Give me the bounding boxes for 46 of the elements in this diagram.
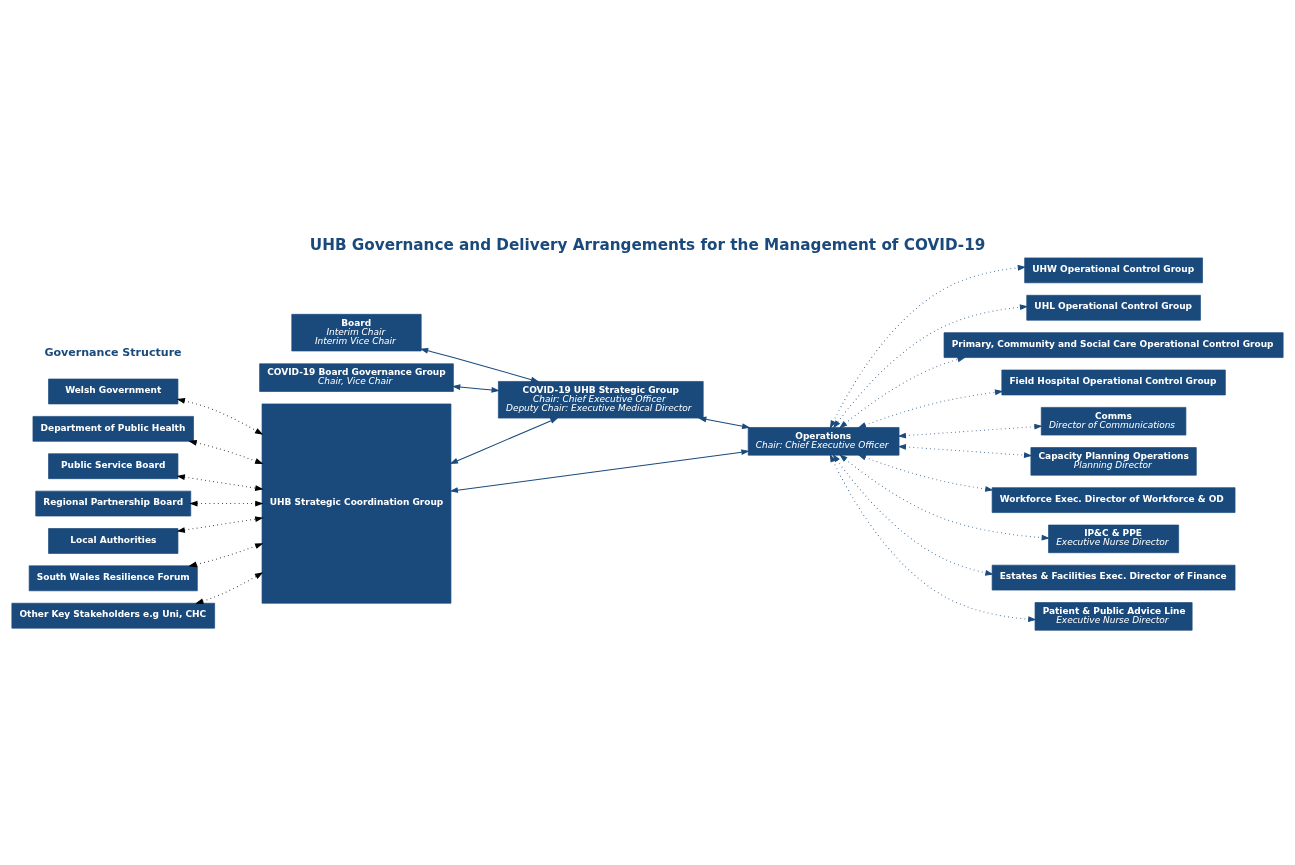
arrow (176, 515, 264, 533)
arrow (188, 542, 264, 567)
arrow (839, 453, 1050, 540)
node-box: Regional Partnership Board (35, 490, 192, 516)
arrow (857, 454, 994, 492)
arrow (857, 388, 1004, 428)
node-box: Welsh Government (48, 378, 179, 404)
node-box: UHW Operational Control Group (1024, 257, 1203, 283)
node-box: IP&C & PPE Executive Nurse Director (1048, 524, 1179, 553)
node-box: Capacity Planning Operations Planning Director (1030, 446, 1197, 476)
arrow (451, 383, 500, 393)
node-box: South Wales Resilience Forum (28, 565, 198, 591)
node-box: UHB Strategic Coordination Group (261, 403, 452, 604)
arrow (176, 473, 264, 491)
arrow (419, 347, 540, 382)
arrow (449, 448, 750, 493)
node-box: Local Authorities (48, 527, 179, 554)
arrow (833, 303, 1029, 429)
arrow (449, 417, 559, 464)
arrow (839, 356, 966, 428)
arrow (698, 416, 751, 429)
node-box: Workforce Exec. Director of Workforce & OD (991, 486, 1236, 513)
node-box: UHL Operational Control Group (1026, 294, 1201, 321)
node-box: Operations Chair: Chief Executive Officer (747, 426, 900, 455)
arrow (832, 453, 994, 576)
node-box: Public Service Board (48, 452, 179, 479)
arrow (189, 500, 264, 506)
diagram-title: UHB Governance and Delivery Arrangements for the Management of COVID-19 (309, 235, 986, 254)
label: Governance Structure (44, 345, 182, 359)
node-box: Board Interim Chair Interim Vice Chair (291, 313, 422, 351)
arrow (829, 264, 1027, 429)
node-box: Comms Director of Communications (1040, 406, 1187, 435)
node-box: Department of Public Health (32, 415, 194, 442)
node-box: Primary, Community and Social Care Operational Control Group (943, 331, 1284, 358)
arrow (897, 423, 1043, 439)
arrow (195, 571, 264, 604)
node-box: Field Hospital Operational Control Group (1001, 369, 1226, 395)
node-box: COVID-19 UHB Strategic Group Chair: Chief Executive Officer Deputy Chair: Executive Medical Director (498, 380, 704, 418)
arrow (188, 439, 264, 464)
arrow (176, 397, 264, 435)
node-box: COVID-19 Board Governance Group Chair, Vice Chair (259, 362, 454, 392)
arrow (897, 443, 1033, 458)
arrow (829, 453, 1037, 622)
node-box: Other Key Stakeholders e.g Uni, CHC (11, 602, 215, 628)
node-box: Patient & Public Advice Line Executive Nurse Director (1034, 601, 1193, 631)
node-box: Estates & Facilities Exec. Director of Finance (991, 564, 1236, 590)
